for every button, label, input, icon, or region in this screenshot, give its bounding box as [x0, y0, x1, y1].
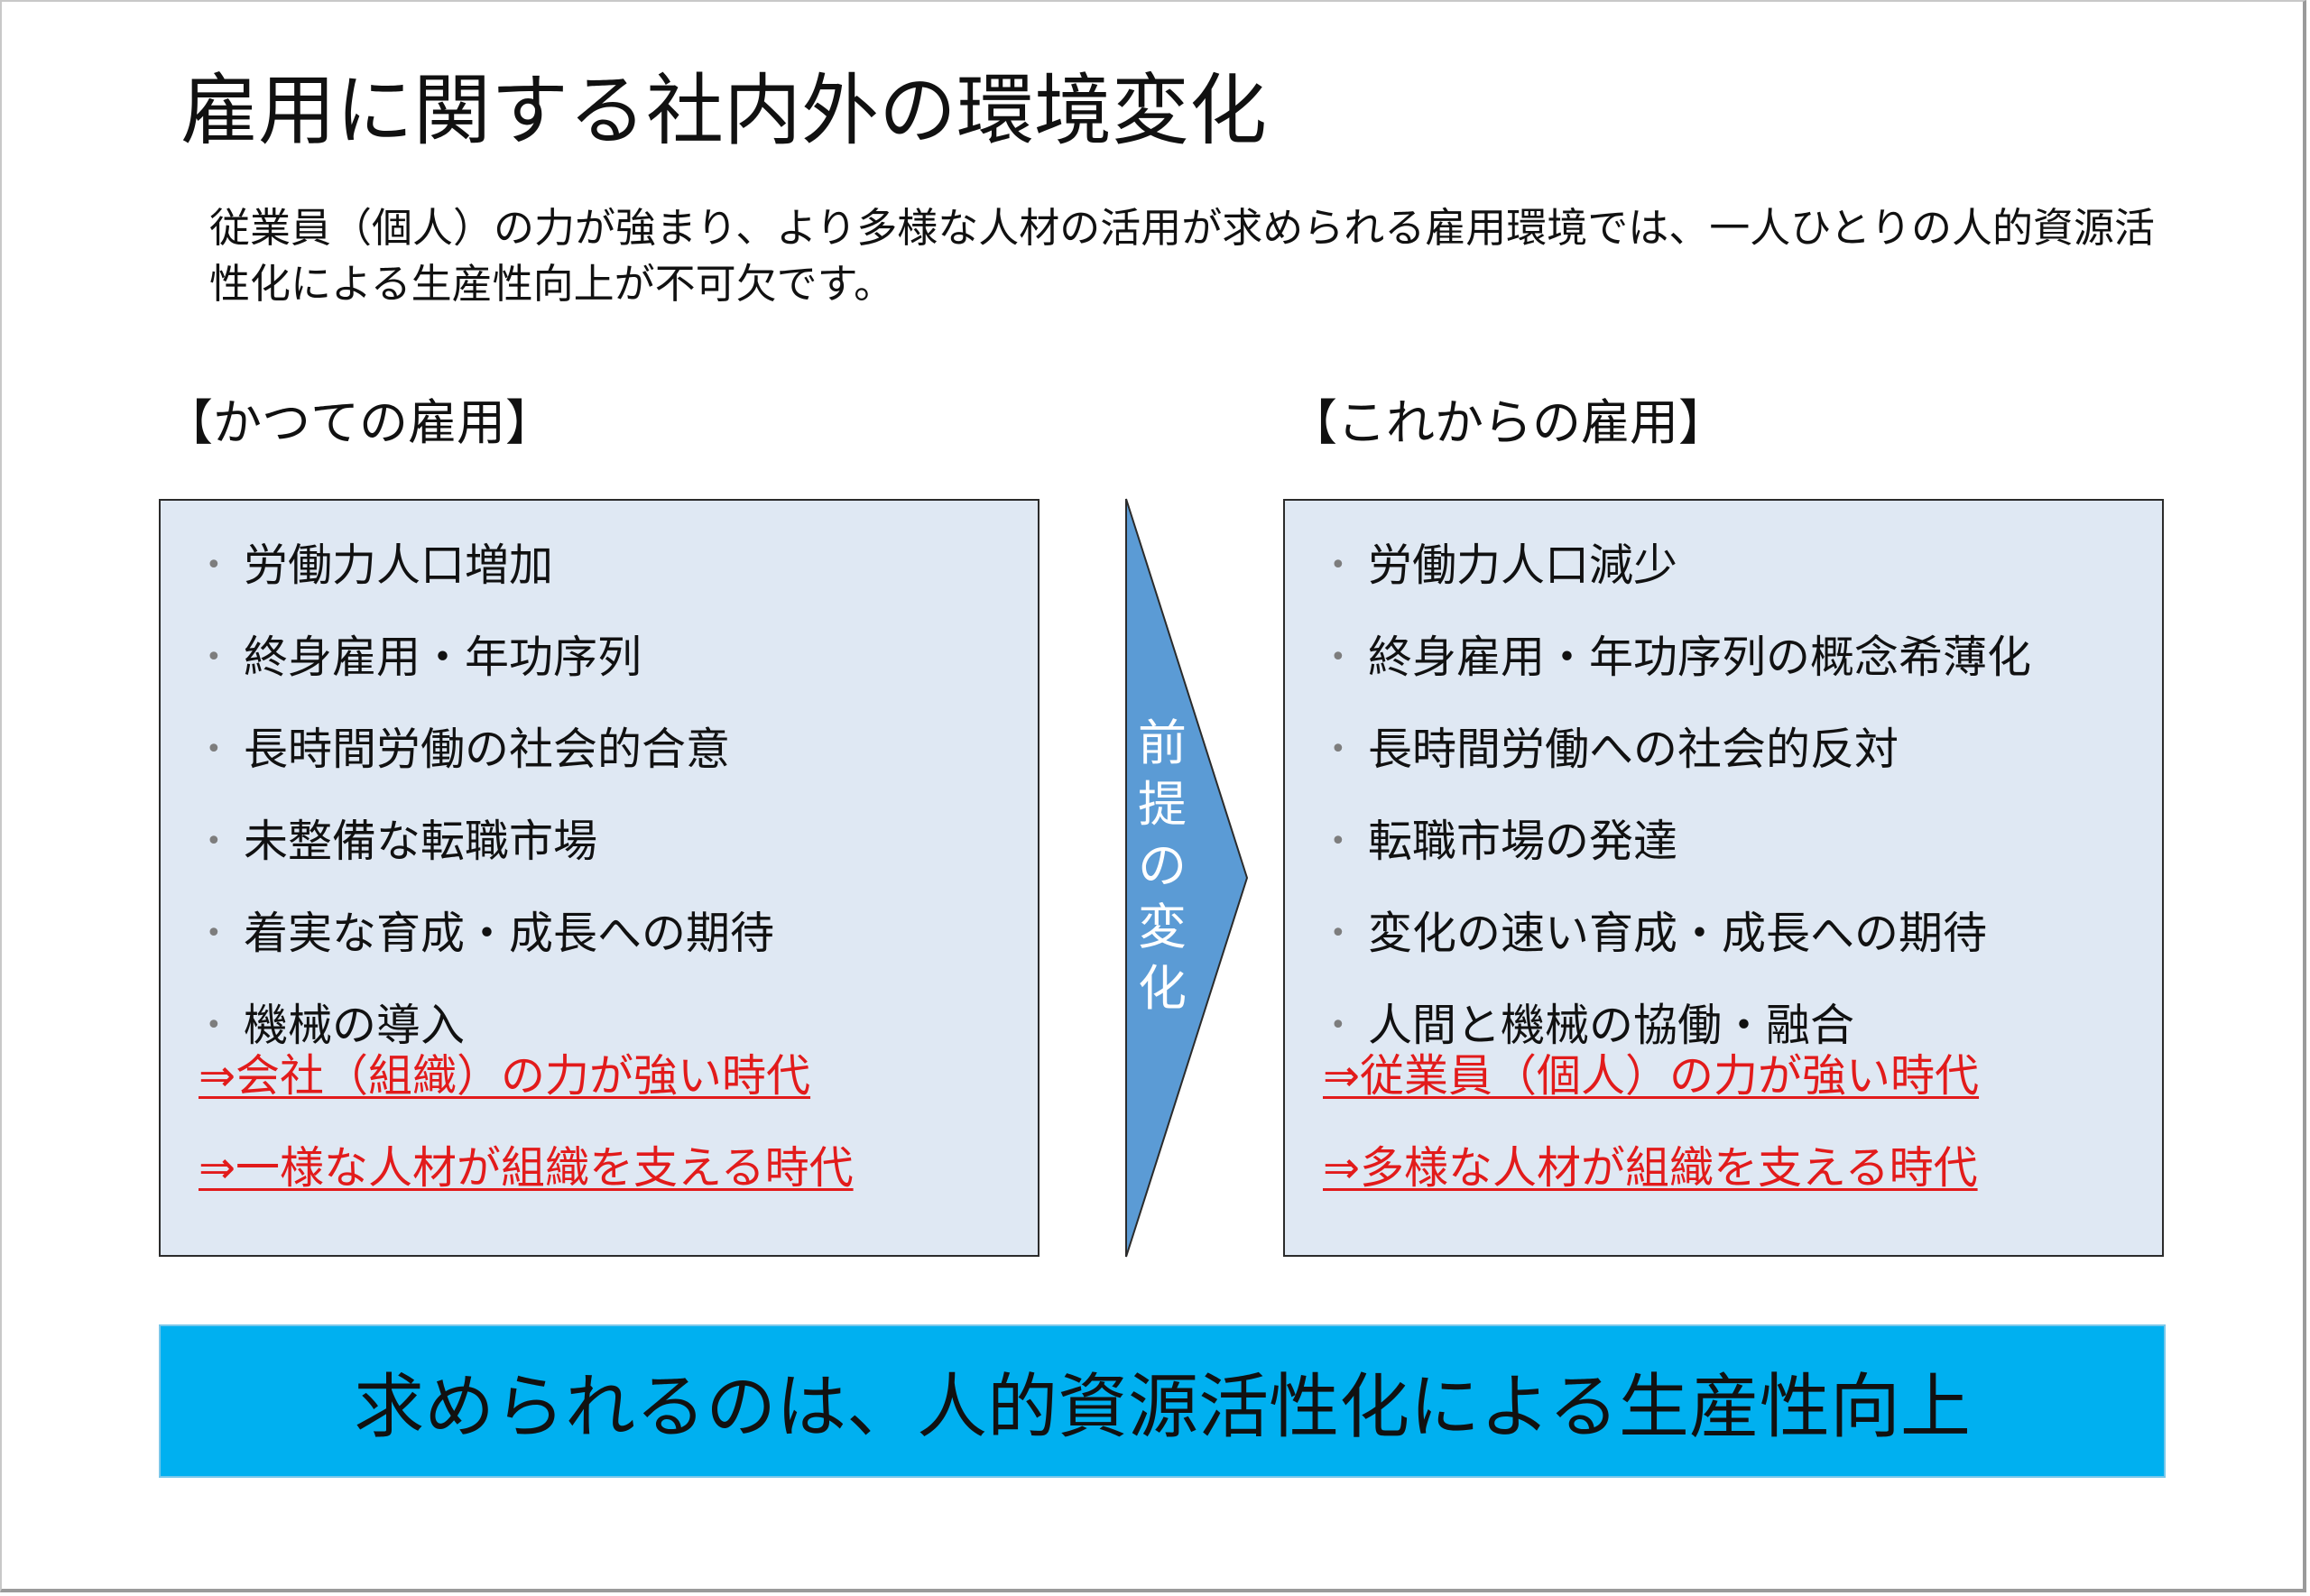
list-item-label: 労働力人口減少	[1368, 540, 1678, 591]
bullet-dot-icon: •	[206, 641, 222, 673]
list-item-label: 終身雇用・年功序列の概念希薄化	[1368, 632, 2032, 683]
bullet-dot-icon: •	[206, 1010, 222, 1041]
list-item: • 長時間労働への社会的反対	[1285, 719, 2162, 811]
list-item-label: 長時間労働への社会的反対	[1368, 724, 1899, 775]
list-item: • 終身雇用・年功序列の概念希薄化	[1285, 627, 2162, 719]
bullet-dot-icon: •	[206, 918, 222, 949]
future-conclusion-1: ⇒従業員（個人）の力が強い時代	[1323, 1050, 1980, 1102]
list-item: • 人間と機械の協働・融合	[1285, 995, 2162, 1087]
right-arrow-icon	[1125, 498, 1249, 1258]
arrow-char: 変	[1138, 899, 1187, 955]
summary-banner: 求められるのは、人的資源活性化による生産性向上	[159, 1324, 2166, 1478]
list-item: • 機械の導入	[161, 995, 1038, 1087]
past-conclusion-2: ⇒一様な人材が組織を支える時代	[199, 1142, 854, 1194]
past-conclusion-1: ⇒会社（組織）の力が強い時代	[199, 1050, 811, 1102]
premise-change-label: 前 提 の 変 化	[1126, 713, 1198, 1019]
list-item-label: 未整備な転職市場	[244, 816, 598, 867]
list-item: • 長時間労働の社会的合意	[161, 719, 1038, 811]
list-item-label: 長時間労働の社会的合意	[244, 724, 731, 775]
list-item-label: 転職市場の発達	[1368, 816, 1678, 867]
bullet-dot-icon: •	[1330, 641, 1346, 673]
intro-text: 従業員（個人）の力が強まり、より多様な人材の活用が求められる雇用環境では、一人ひ…	[209, 204, 2155, 308]
future-conclusion-2: ⇒多様な人材が組織を支える時代	[1323, 1142, 1978, 1194]
list-item-label: 機械の導入	[244, 1000, 466, 1051]
arrow-char: 提	[1138, 776, 1187, 833]
list-item-label: 人間と機械の協働・融合	[1368, 1000, 1855, 1051]
page-title: 雇用に関する社内外の環境変化	[180, 66, 1267, 156]
list-item: • 変化の速い育成・成長への期待	[1285, 903, 2162, 995]
arrow-char: 化	[1138, 960, 1187, 1017]
list-item-label: 変化の速い育成・成長への期待	[1368, 908, 1988, 959]
bullet-dot-icon: •	[206, 549, 222, 581]
bullet-dot-icon: •	[1330, 1010, 1346, 1041]
past-employment-list: • 労働力人口増加 • 終身雇用・年功序列 • 長時間労働の社会的合意 • 未整備な転職…	[161, 535, 1038, 1087]
list-item: • 労働力人口減少	[1285, 535, 2162, 627]
list-item-label: 終身雇用・年功序列	[244, 632, 642, 683]
arrow-char: 前	[1138, 715, 1187, 771]
bullet-dot-icon: •	[1330, 826, 1346, 857]
list-item: • 労働力人口増加	[161, 535, 1038, 627]
list-item: • 転職市場の発達	[1285, 811, 2162, 903]
list-item-label: 労働力人口増加	[244, 540, 554, 591]
bullet-dot-icon: •	[1330, 918, 1346, 949]
right-section-heading: 【これからの雇用】	[1289, 394, 1727, 451]
list-item: • 終身雇用・年功序列	[161, 627, 1038, 719]
list-item: • 着実な育成・成長への期待	[161, 903, 1038, 995]
future-employment-panel: •労働力人口減少 •終身雇用・年功序列の概念希薄化 •長時間労働への社会的反対 …	[1283, 499, 2164, 1257]
past-employment-panel: • 労働力人口増加 • 終身雇用・年功序列 • 長時間労働の社会的合意 • 未整備な転職…	[159, 499, 1040, 1257]
left-section-heading: 【かつての雇用】	[164, 394, 554, 451]
arrow-char: の	[1138, 837, 1187, 894]
future-employment-list: •労働力人口減少 •終身雇用・年功序列の概念希薄化 •長時間労働への社会的反対 …	[1285, 535, 2162, 1087]
bullet-dot-icon: •	[1330, 733, 1346, 765]
list-item: • 未整備な転職市場	[161, 811, 1038, 903]
bullet-dot-icon: •	[206, 733, 222, 765]
bullet-dot-icon: •	[1330, 549, 1346, 581]
list-item-label: 着実な育成・成長への期待	[244, 908, 775, 959]
bullet-dot-icon: •	[206, 826, 222, 857]
